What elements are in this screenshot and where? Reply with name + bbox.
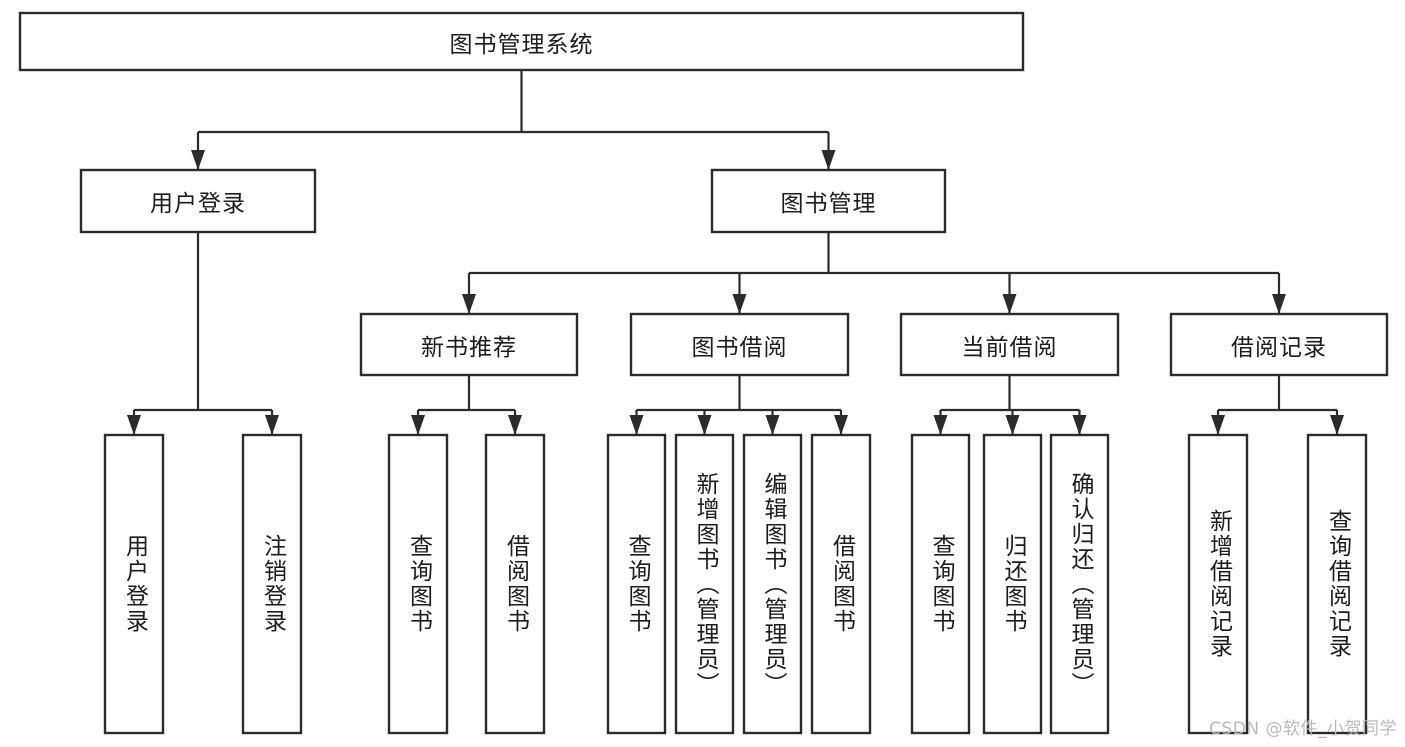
node-box-leaf-borrow-book[interactable] [810, 433, 872, 735]
node-box-user-login[interactable] [79, 168, 317, 234]
node-box-leaf-add-borrow-record[interactable] [1187, 433, 1249, 735]
arrow-head-book-manage [821, 150, 836, 170]
node-box-leaf-logout-login[interactable] [241, 433, 303, 735]
node-box-leaf-add-book-admin[interactable] [674, 433, 735, 735]
node-box-leaf-user-login[interactable] [103, 433, 165, 735]
arrow-head-leaf-borrow-book-rec [508, 415, 522, 435]
connector-lines-layer [127, 70, 1344, 435]
node-box-leaf-edit-book-admin[interactable] [742, 433, 803, 735]
node-box-book-borrow[interactable] [629, 312, 850, 377]
node-box-leaf-query-book-borrow[interactable] [606, 433, 667, 735]
arrow-head-leaf-borrow-book [834, 415, 848, 435]
arrow-head-leaf-confirm-return-admin [1072, 415, 1087, 435]
arrow-head-leaf-logout-login [265, 415, 279, 435]
node-box-new-book-rec[interactable] [359, 312, 579, 377]
arrow-head-leaf-query-book-current [933, 415, 948, 435]
node-box-leaf-query-book-rec[interactable] [387, 433, 449, 735]
node-box-leaf-confirm-return-admin[interactable] [1049, 433, 1110, 735]
node-box-leaf-borrow-book-rec[interactable] [484, 433, 546, 735]
arrow-head-leaf-edit-book-admin [765, 415, 780, 435]
node-box-leaf-return-book[interactable] [982, 433, 1043, 735]
arrow-head-leaf-query-book-borrow [629, 415, 644, 435]
node-box-root[interactable] [18, 11, 1025, 72]
arrow-head-new-book-rec [462, 294, 476, 314]
node-box-current-borrow[interactable] [899, 312, 1120, 377]
arrow-head-current-borrow [1002, 294, 1017, 314]
node-box-leaf-query-book-current[interactable] [910, 433, 971, 735]
arrow-head-leaf-user-login [127, 415, 141, 435]
arrow-head-leaf-query-borrow-record [1330, 415, 1344, 435]
arrow-head-leaf-add-borrow-record [1211, 415, 1225, 435]
node-box-borrow-record[interactable] [1169, 312, 1389, 377]
arrow-head-leaf-return-book [1005, 415, 1020, 435]
arrow-head-book-borrow [732, 294, 747, 314]
arrow-head-leaf-add-book-admin [697, 415, 712, 435]
node-box-book-manage[interactable] [710, 168, 947, 234]
arrow-head-user-login [191, 150, 205, 170]
arrow-head-leaf-query-book-rec [411, 415, 425, 435]
node-boxes-layer [18, 11, 1389, 735]
arrow-head-borrow-record [1272, 294, 1286, 314]
node-box-leaf-query-borrow-record[interactable] [1306, 433, 1368, 735]
